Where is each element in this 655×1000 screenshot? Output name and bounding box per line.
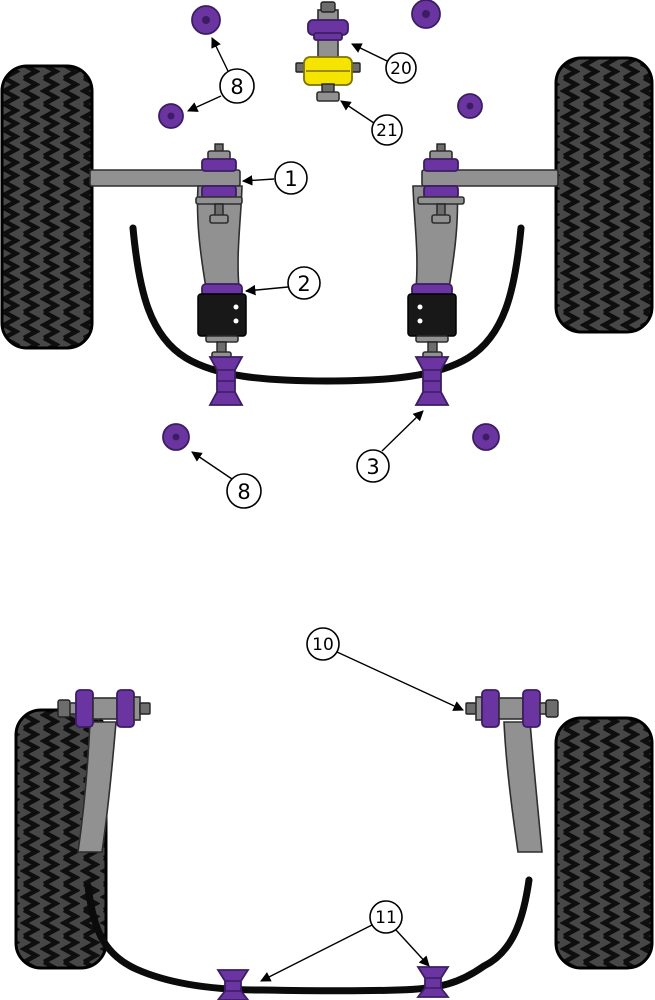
callout-21: 21 <box>340 100 403 146</box>
washer <box>417 196 465 205</box>
tophat-bushing-disc <box>472 423 500 451</box>
callout-circle <box>274 161 308 195</box>
nut-bottom <box>209 214 229 224</box>
bushing-ribs <box>425 977 441 989</box>
tophat-bushing-disc <box>162 423 190 451</box>
stud-end <box>139 702 151 715</box>
leader-arrow <box>351 43 388 62</box>
leader-arrow <box>381 410 424 452</box>
rear-left-trailing-arm-bushing <box>57 689 151 728</box>
callout-label: 1 <box>284 167 297 191</box>
callout-11: 11 <box>260 900 430 982</box>
nut-bottom <box>431 214 451 224</box>
tophat-bushing-disc <box>158 103 184 129</box>
washer <box>415 335 449 343</box>
front-arb-bushing-right <box>414 356 450 406</box>
bottom-nut <box>316 91 340 102</box>
front-arb-bushing-left <box>208 356 244 406</box>
front-left-inner-bushing-stack <box>195 143 243 224</box>
callout-label: 8 <box>230 75 243 99</box>
callout-10: 10 <box>306 627 464 711</box>
front-anti-roll-bar <box>129 224 525 385</box>
callout-circle <box>306 627 340 661</box>
stud-end <box>465 702 477 715</box>
tophat-bushing-disc <box>411 0 441 29</box>
top-bolt <box>320 1 336 13</box>
leader-arrow <box>241 175 275 186</box>
callout-label: 21 <box>376 121 398 141</box>
inner-bushing <box>481 689 500 728</box>
front-left-upper-link <box>89 169 241 187</box>
callout-circle <box>385 52 417 84</box>
bolt-head <box>57 699 71 718</box>
tophat-bushing-disc <box>191 5 221 35</box>
leader-arrow <box>395 929 430 967</box>
front-right-rear-bushing <box>407 283 457 361</box>
housing-hole <box>233 318 239 324</box>
washer <box>539 702 547 715</box>
sleeve <box>498 697 524 720</box>
inner-bushing <box>116 689 135 728</box>
sleeve <box>92 697 118 720</box>
front-left-rear-bushing <box>197 283 247 361</box>
housing-hole <box>417 318 423 324</box>
engine-mount-upper-bushing-flange <box>313 32 343 41</box>
callout-label: 3 <box>366 455 379 479</box>
rear-arb-bushing-right <box>416 966 450 998</box>
callout-circle <box>226 473 262 509</box>
bolt-head <box>545 699 559 718</box>
bushing-housing <box>197 293 247 337</box>
rear-suspension-view: 10 11 <box>14 627 654 1000</box>
callout-circle <box>369 900 403 934</box>
bushing-ribs <box>217 369 235 393</box>
housing-hole <box>417 304 423 310</box>
bushing-ribs <box>225 980 241 992</box>
callout-circle <box>219 68 255 104</box>
rear-right-trailing-arm <box>503 721 543 853</box>
leader-arrow <box>211 37 229 72</box>
callout-3: 3 <box>356 410 424 483</box>
callout-circle <box>371 114 403 146</box>
callout-label: 20 <box>390 59 412 79</box>
callout-circle <box>287 266 321 300</box>
callout-1: 1 <box>241 161 308 195</box>
bushing-housing <box>407 293 457 337</box>
rear-arb-bushing-left <box>216 969 250 1000</box>
engine-mount-assembly <box>295 1 361 102</box>
bushing-ribs <box>423 369 441 393</box>
leader-arrow <box>340 100 375 124</box>
callout-8-front-top: 8 <box>187 37 255 112</box>
upper-bushing <box>423 158 459 172</box>
front-right-upper-link <box>421 169 559 187</box>
callout-label: 8 <box>237 480 250 504</box>
rear-right-trailing-arm-bushing <box>465 689 559 728</box>
tophat-bushing-disc <box>457 93 483 119</box>
washer <box>195 196 243 205</box>
outer-bushing <box>522 689 541 728</box>
callout-label: 10 <box>312 635 334 655</box>
leader-arrow <box>244 284 289 296</box>
housing-hole <box>233 304 239 310</box>
washer <box>205 335 239 343</box>
callout-8-front-bottom: 8 <box>191 451 262 509</box>
leader-arrow <box>336 651 464 711</box>
callout-label: 11 <box>375 908 397 928</box>
upper-bushing <box>201 158 237 172</box>
leader-arrow <box>187 95 222 112</box>
callout-label: 2 <box>297 272 310 296</box>
callout-circle <box>356 449 390 483</box>
rear-left-trailing-arm <box>77 721 117 853</box>
front-left-tire <box>0 64 94 350</box>
outer-bushing <box>75 689 94 728</box>
front-right-tire <box>554 56 654 334</box>
leader-arrow <box>260 924 373 982</box>
front-right-inner-bushing-stack <box>417 143 465 224</box>
leader-arrow <box>191 451 233 480</box>
front-suspension-view: 8 20 21 1 2 3 <box>0 0 654 509</box>
washer-2 <box>133 696 141 721</box>
callout-20: 20 <box>351 43 417 84</box>
rear-anti-roll-bar <box>84 876 533 995</box>
callout-2: 2 <box>244 266 321 300</box>
rear-right-tire <box>554 716 654 970</box>
